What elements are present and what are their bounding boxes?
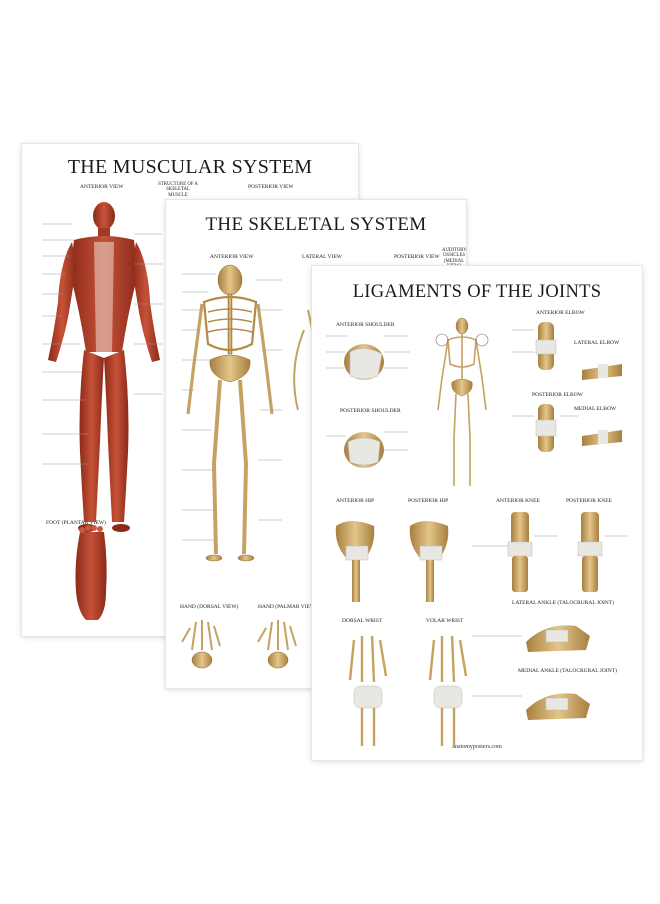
view-label: POSTERIOR ELBOW [532,392,583,398]
view-label: ANTERIOR HIP [336,498,375,504]
view-label: LATERAL ELBOW [574,340,620,346]
view-label: ANTERIOR ELBOW [536,310,585,316]
view-label: LATERAL ANKLE (TALOCRURAL JOINT) [512,600,614,606]
poster-ligaments-of-the-joints: LIGAMENTS OF THE JOINTS ANTERIOR SHOULDE… [312,266,642,760]
ligaments-illustration [326,317,628,746]
view-label: POSTERIOR VIEW [248,184,294,190]
view-label: VOLAR WRIST [426,618,464,624]
view-label: FOOT (PLANTAR VIEW) [46,520,106,526]
poster-title: THE MUSCULAR SYSTEM [67,156,313,178]
view-label: STRUCTURE OF A SKELETAL MUSCLE [158,182,198,198]
view-label: ANTERIOR VIEW [210,254,254,260]
view-label: POSTERIOR KNEE [566,498,612,504]
view-label: HAND (PALMAR VIEW) [258,604,317,610]
view-label: DORSAL WRIST [342,618,383,624]
view-label: POSTERIOR HIP [408,498,449,504]
footer-url: anatomyposters.com [452,744,502,750]
view-label: POSTERIOR VIEW [394,254,440,260]
poster-title: LIGAMENTS OF THE JOINTS [352,282,602,302]
view-label: HAND (DORSAL VIEW) [180,604,239,610]
view-label: LATERAL VIEW [302,254,342,260]
poster-title: THE SKELETAL SYSTEM [205,214,427,235]
view-label: POSTERIOR SHOULDER [340,408,401,414]
view-label: ANTERIOR VIEW [80,184,124,190]
view-label: MEDIAL ELBOW [574,406,617,412]
view-label: ANTERIOR SHOULDER [336,322,395,328]
view-label: MEDIAL ANKLE (TALOCRURAL JOINT) [518,668,617,674]
view-label: ANTERIOR KNEE [496,498,540,504]
